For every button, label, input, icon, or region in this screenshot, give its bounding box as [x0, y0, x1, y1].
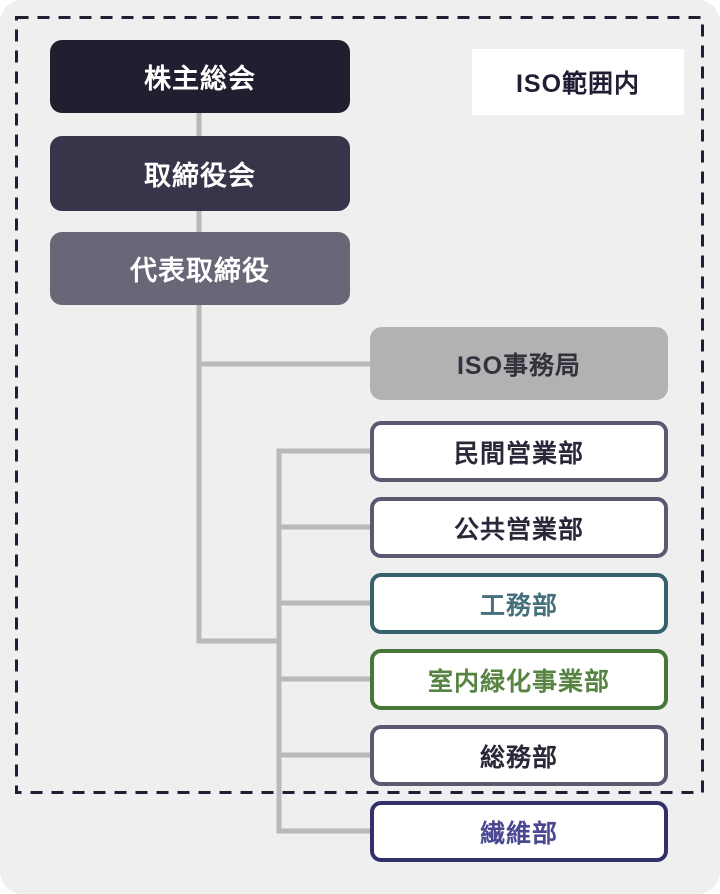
- org-box-dept-engineering: 工務部: [370, 573, 668, 634]
- org-box-dept-textile: 繊維部: [370, 801, 668, 862]
- org-box-dept-private-sales: 民間営業部: [370, 421, 668, 482]
- org-box-dept-public-sales: 公共営業部: [370, 497, 668, 558]
- org-box-board-of-directors: 取締役会: [50, 136, 350, 211]
- org-box-shareholders-meeting: 株主総会: [50, 40, 350, 113]
- org-box-dept-indoor-greening: 室内緑化事業部: [370, 649, 668, 710]
- org-box-dept-general-affairs: 総務部: [370, 725, 668, 786]
- iso-scope-label: ISO範囲内: [472, 49, 684, 115]
- org-connector-paths: [196, 110, 372, 834]
- iso-scope-boundary: [15, 16, 704, 794]
- org-box-iso-secretariat: ISO事務局: [370, 327, 668, 400]
- org-box-representative-director: 代表取締役: [50, 232, 350, 305]
